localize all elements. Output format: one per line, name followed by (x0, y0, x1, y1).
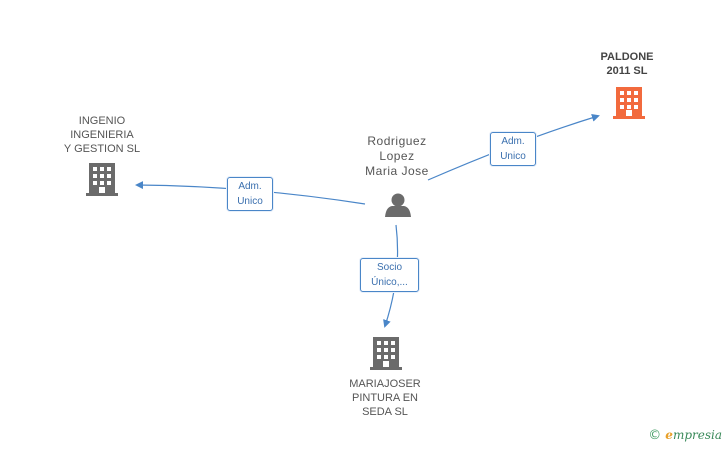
company-label-ingenio[interactable]: INGENIO INGENIERIA Y GESTION SL (63, 115, 141, 155)
building-icon-ingenio[interactable] (86, 163, 118, 196)
edge-label-to-mariajoser[interactable]: Socio Único,... (360, 258, 419, 292)
building-icon-mariajoser[interactable] (370, 337, 402, 370)
brand-logo: ©empresia (648, 428, 722, 443)
brand-name: mpresia (672, 428, 722, 442)
edge-label-to-ingenio[interactable]: Adm. Unico (227, 177, 273, 211)
building-icon-paldone[interactable] (613, 87, 645, 119)
copyright-symbol: © (648, 428, 662, 443)
person-name-label[interactable]: Rodriguez Lopez Maria Jose (365, 134, 429, 178)
person-icon[interactable] (385, 193, 411, 218)
brand-initial: e (665, 428, 673, 442)
company-label-paldone[interactable]: PALDONE 2011 SL (600, 51, 654, 77)
company-label-mariajoser[interactable]: MARIAJOSER PINTURA EN SEDA SL (349, 378, 421, 418)
edge-label-to-paldone[interactable]: Adm. Unico (490, 132, 536, 166)
